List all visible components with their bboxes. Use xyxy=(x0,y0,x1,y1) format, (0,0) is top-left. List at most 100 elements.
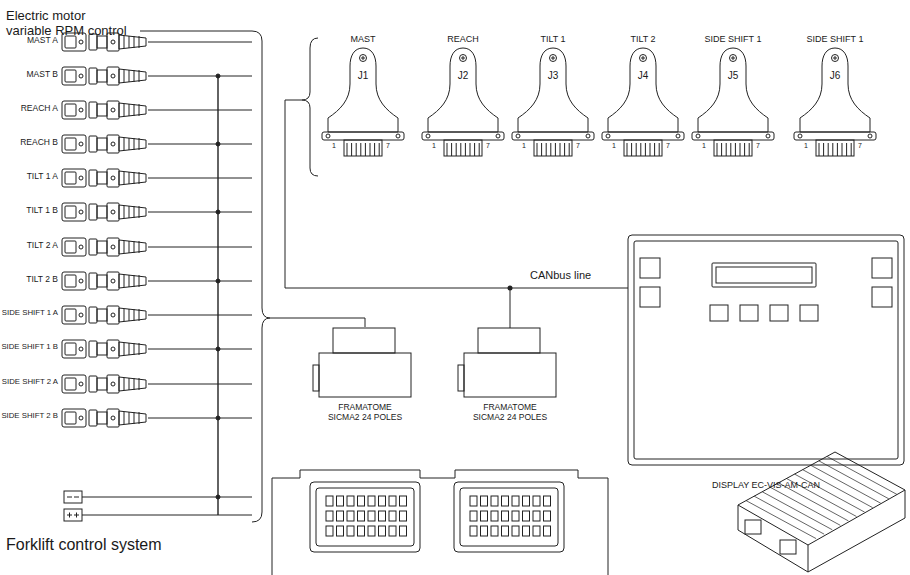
ecu-connector-frame xyxy=(310,482,420,552)
junction-dot xyxy=(216,279,220,283)
pin-socket xyxy=(512,511,519,521)
male-connector-body xyxy=(97,104,107,116)
female-socket xyxy=(65,343,76,355)
connector-label: TILT 1 B xyxy=(26,206,58,216)
latch xyxy=(79,74,83,78)
header-pin xyxy=(631,143,632,156)
male-connector-body xyxy=(97,70,107,82)
motor-wire xyxy=(148,144,252,145)
cooling-fin xyxy=(819,461,889,499)
latch xyxy=(79,210,83,214)
mounting-plate xyxy=(512,132,594,140)
plate-screw xyxy=(798,134,802,138)
pin-socket xyxy=(470,526,477,536)
cable-boot xyxy=(119,171,146,185)
connector-label: REACH B xyxy=(20,138,58,148)
female-connector xyxy=(62,409,86,427)
pin-socket xyxy=(470,496,477,506)
header-pin xyxy=(470,143,471,156)
junction-dot xyxy=(216,142,220,146)
boot-rib xyxy=(124,138,125,150)
ecu-connector-frame xyxy=(454,482,564,552)
male-connector-head xyxy=(107,306,119,324)
connector-top xyxy=(478,328,540,353)
boot-rib xyxy=(134,70,135,82)
pin-socket xyxy=(481,526,488,536)
boot-rib xyxy=(129,343,130,355)
female-socket xyxy=(65,70,76,82)
pin-socket xyxy=(347,511,354,521)
header-pin xyxy=(823,143,824,156)
boot-rib xyxy=(139,206,140,218)
header-pin xyxy=(474,143,475,156)
joystick-id: J3 xyxy=(540,70,566,82)
header-pin xyxy=(374,143,375,156)
joystick-grip xyxy=(328,48,398,132)
female-connector xyxy=(62,67,86,85)
joystick-id: J6 xyxy=(822,70,848,82)
boot-rib xyxy=(129,309,130,321)
female-socket xyxy=(65,275,76,287)
plate-screw xyxy=(496,134,500,138)
boot-rib xyxy=(124,36,125,48)
boot-rib xyxy=(139,309,140,321)
boot-rib xyxy=(124,309,125,321)
pin-number: 1 xyxy=(612,142,616,150)
header-pin xyxy=(564,143,565,156)
connector-top xyxy=(333,328,395,353)
pin-socket xyxy=(326,496,333,506)
mounting-plate xyxy=(602,132,684,140)
pin-socket xyxy=(358,526,365,536)
female-connector xyxy=(62,101,86,119)
latch xyxy=(111,176,115,180)
boot-rib xyxy=(139,241,140,253)
junction-dot xyxy=(216,74,220,78)
latch xyxy=(111,279,115,283)
cable-boot xyxy=(119,205,146,219)
shape-outline xyxy=(0,166,150,190)
boot-rib xyxy=(139,36,140,48)
shape-outline xyxy=(0,235,150,259)
plate-screw xyxy=(326,134,330,138)
motor-wire xyxy=(148,178,252,179)
pin-socket xyxy=(523,511,530,521)
header-pin xyxy=(456,143,457,156)
pin-header xyxy=(624,140,662,156)
male-connector-body xyxy=(97,412,107,424)
female-socket xyxy=(65,241,76,253)
male-connector-head xyxy=(107,340,119,358)
header-pin xyxy=(726,143,727,156)
ecu-module-connector xyxy=(745,520,761,534)
mounting-plate xyxy=(794,132,876,140)
male-connector-seal xyxy=(89,273,97,289)
pin-number: 1 xyxy=(522,142,526,150)
pin-socket xyxy=(470,511,477,521)
female-socket xyxy=(65,378,76,390)
shape-outline xyxy=(0,30,150,54)
boot-rib xyxy=(124,70,125,82)
header-pin xyxy=(365,143,366,156)
display-housing xyxy=(628,235,904,465)
motor-bracket xyxy=(252,31,270,522)
cable-boot xyxy=(119,308,146,322)
grip-screw xyxy=(550,55,557,62)
pin-socket xyxy=(491,496,498,506)
header-pin xyxy=(645,143,646,156)
female-socket xyxy=(65,309,76,321)
ecu-module-sides xyxy=(738,490,905,572)
cable-boot xyxy=(119,35,146,49)
latch xyxy=(111,245,115,249)
boot-rib xyxy=(129,70,130,82)
plug-connector: FRAMATOME SICMA2 24 POLES xyxy=(313,325,417,425)
motor-connector: SIDE SHIFT 2 A xyxy=(0,372,150,396)
male-connector-seal xyxy=(89,239,97,255)
joystick-bracket xyxy=(302,38,318,176)
cable-boot xyxy=(119,274,146,288)
motor-connector: TILT 2 B xyxy=(0,269,150,293)
header-pin xyxy=(537,143,538,156)
female-connector xyxy=(62,33,86,51)
plate-screw xyxy=(586,134,590,138)
pin-socket xyxy=(368,526,375,536)
cable-boot xyxy=(119,103,146,117)
header-pin xyxy=(347,143,348,156)
